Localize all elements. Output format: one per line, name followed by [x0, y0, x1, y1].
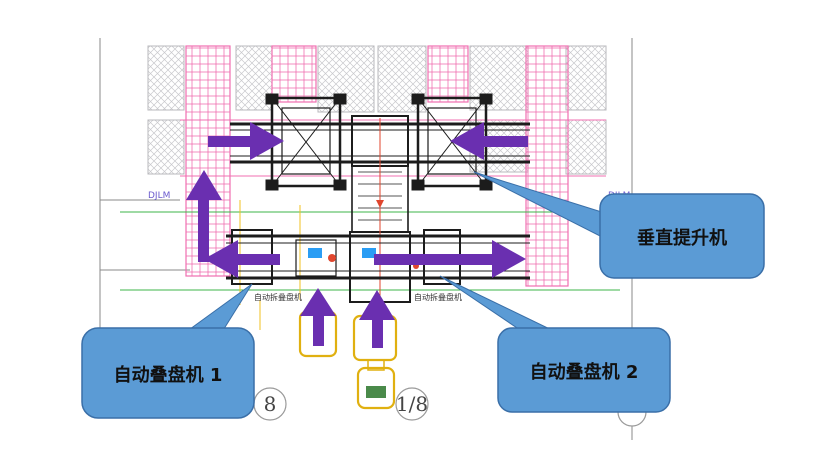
- flow-arrows: [186, 122, 528, 348]
- callout-vertical-lift-text: 垂直提升机: [637, 227, 727, 249]
- arrow-up-left: [186, 170, 222, 262]
- callout-stacker-2-text: 自动叠盘机 2: [530, 361, 639, 383]
- callout-stacker-1-text: 自动叠盘机 1: [114, 364, 223, 386]
- arrow-left-into-right-lift: [450, 122, 528, 160]
- grid-marker-center-text: 1/8: [396, 392, 428, 416]
- callout-stacker-2: 自动叠盘机 2: [439, 275, 671, 413]
- grid-marker-center: 1/8: [395, 387, 429, 421]
- arrow-up-cart-left: [300, 288, 336, 346]
- grid-marker-left-text: 8: [264, 392, 277, 416]
- arrow-up-cart-right: [359, 290, 395, 348]
- central-conveyor: [349, 115, 411, 303]
- callout-vertical-lift: 垂直提升机: [473, 171, 765, 279]
- callout-stacker-1: 自动叠盘机 1: [81, 283, 255, 419]
- dj-label-left: DJLM: [148, 191, 170, 201]
- arrow-right-into-left-lift: [208, 122, 284, 160]
- arrow-left-lower: [204, 240, 280, 278]
- dismantler-label-right: 自动拆叠盘机: [414, 292, 462, 302]
- grid-marker-left: 8: [253, 387, 287, 421]
- dismantler-label-left: 自动拆叠盘机: [254, 292, 302, 302]
- rack-modules: [147, 45, 607, 175]
- arrow-right-lower: [374, 240, 526, 278]
